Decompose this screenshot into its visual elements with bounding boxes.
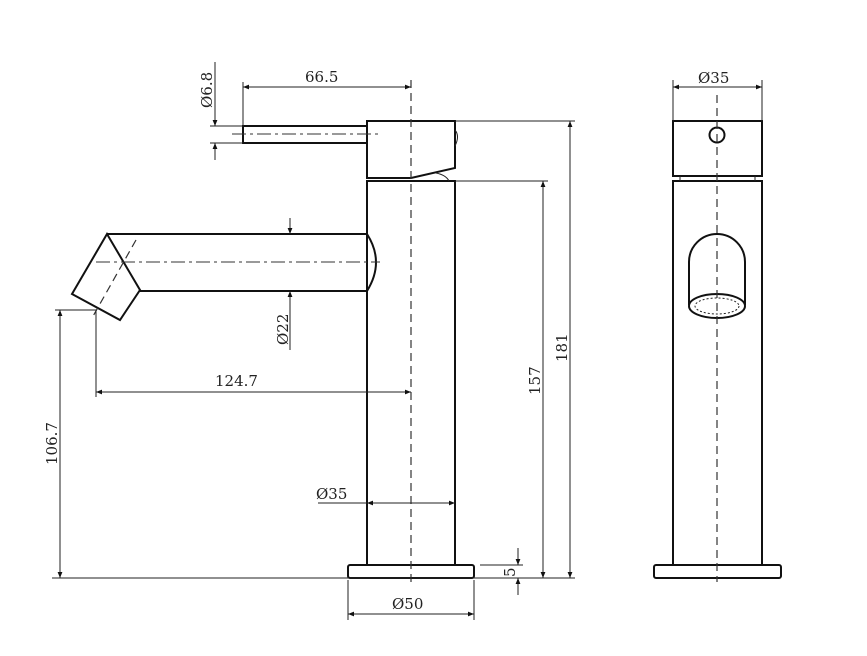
dim-label-lever-diameter: Ø6.8	[198, 72, 216, 108]
spout-tip	[70, 232, 142, 322]
dim-label-handle-length: 66.5	[305, 68, 338, 86]
dim-label-base-thickness: 5	[501, 567, 519, 577]
handle-button	[454, 129, 458, 147]
aerator-mesh-icon	[694, 297, 740, 315]
dim-label-spout-reach: 124.7	[215, 372, 258, 390]
front-view: Ø35	[653, 69, 782, 582]
spout-outlet-arch	[688, 233, 746, 305]
aerator-axis	[91, 239, 137, 319]
dim-label-body-diameter: Ø35	[316, 485, 347, 503]
dim-label-base-diameter: Ø50	[392, 595, 423, 613]
dim-label-spout-diameter: Ø22	[274, 314, 292, 345]
handle-cap	[366, 120, 456, 179]
side-view: 66.5 Ø6.8 Ø22 124.7 106.7 157 181 Ø35 Ø5…	[43, 62, 575, 620]
dim-label-spout-height: 106.7	[43, 422, 61, 465]
dim-label-front-body-diameter: Ø35	[698, 69, 729, 87]
handle-curve	[435, 172, 450, 182]
dim-label-body-height: 157	[526, 366, 544, 395]
dim-label-total-height: 181	[553, 333, 571, 362]
